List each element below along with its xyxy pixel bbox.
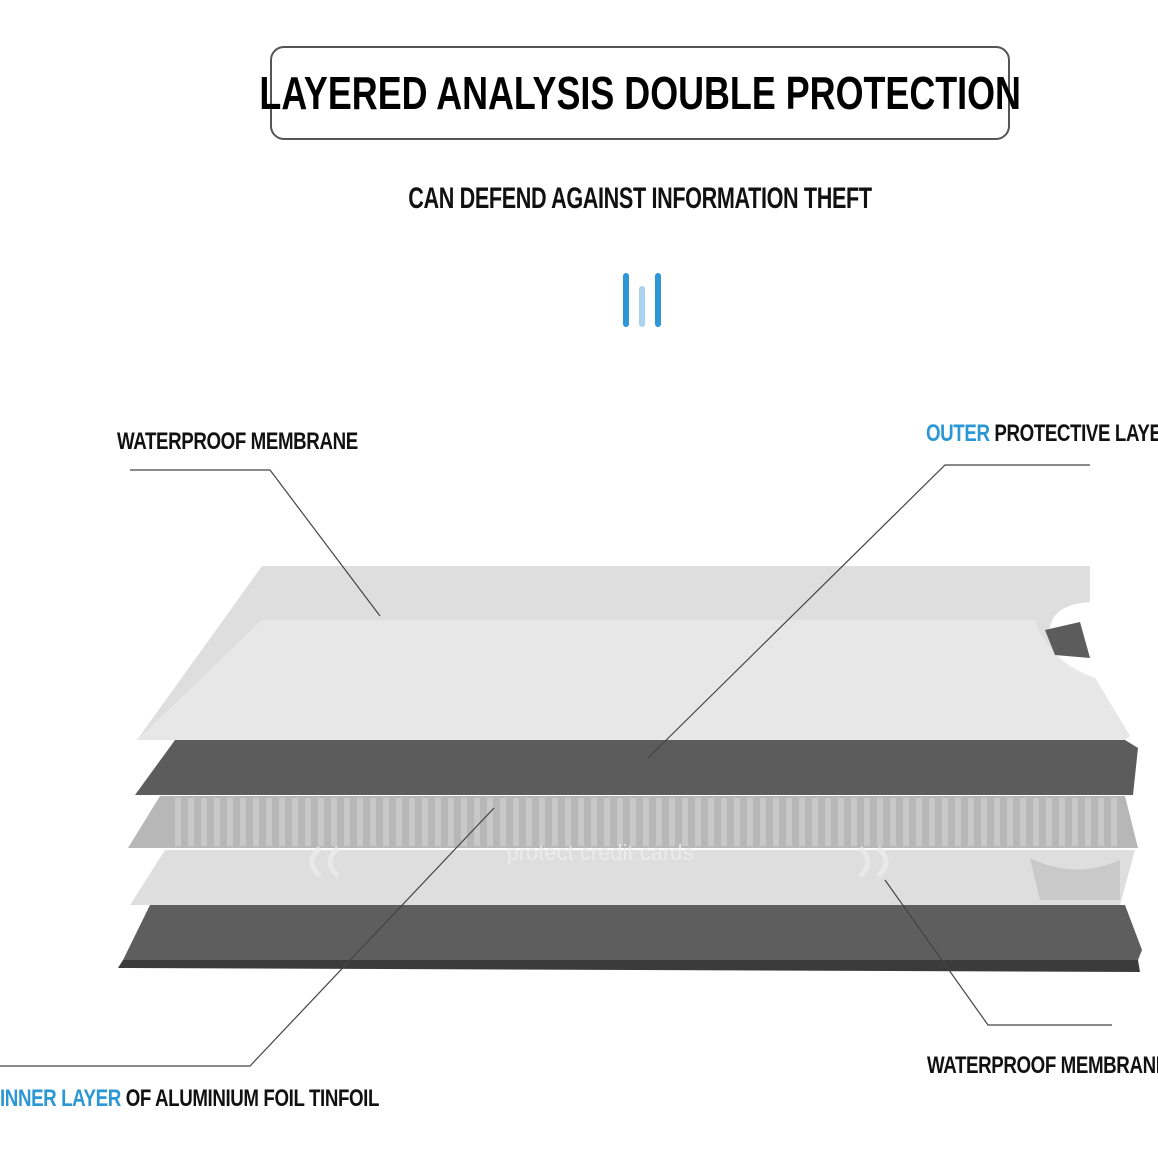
- label-outer-protective-layer: OUTER PROTECTIVE LAYER: [926, 420, 1158, 448]
- foil-stripe: [214, 798, 220, 846]
- foil-stripe: [617, 798, 623, 846]
- leader-top-right: [647, 464, 1090, 759]
- foil-stripe: [877, 798, 883, 846]
- foil-stripe: [1072, 798, 1078, 846]
- foil-stripe: [552, 798, 558, 846]
- foil-stripe: [266, 798, 272, 846]
- foil-stripe: [474, 798, 480, 846]
- foil-stripe: [1098, 798, 1104, 846]
- foil-stripes: [175, 798, 1117, 846]
- foil-stripe: [409, 798, 415, 846]
- foil-stripe: [578, 798, 584, 846]
- foil-stripe: [851, 798, 857, 846]
- foil-stripe: [760, 798, 766, 846]
- foil-stripe: [1033, 798, 1039, 846]
- foil-stripe: [825, 798, 831, 846]
- foil-stripe: [539, 798, 545, 846]
- foil-stripe: [981, 798, 987, 846]
- foil-stripe: [890, 798, 896, 846]
- outer-protective-layer: [135, 740, 1138, 795]
- foil-stripe: [435, 798, 441, 846]
- foil-stripe: [812, 798, 818, 846]
- foil-stripe: [929, 798, 935, 846]
- foil-stripe: [188, 798, 194, 846]
- card-print-text: protect credit cards: [506, 840, 693, 865]
- foil-stripe: [422, 798, 428, 846]
- foil-stripe: [1007, 798, 1013, 846]
- foil-stripe: [318, 798, 324, 846]
- foil-stripe: [708, 798, 714, 846]
- foil-stripe: [1059, 798, 1065, 846]
- foil-stripe: [903, 798, 909, 846]
- label-inner-accent: INNER LAYER: [0, 1085, 121, 1112]
- foil-stripe: [721, 798, 727, 846]
- foil-stripe: [1111, 798, 1117, 846]
- foil-stripe: [253, 798, 259, 846]
- foil-layer: protect credit cards: [128, 796, 1138, 878]
- foil-stripe: [773, 798, 779, 846]
- foil-stripe: [331, 798, 337, 846]
- foil-stripe: [227, 798, 233, 846]
- bottom-card-layer: [118, 905, 1142, 972]
- foil-stripe: [513, 798, 519, 846]
- foil-stripe: [396, 798, 402, 846]
- foil-stripe: [838, 798, 844, 846]
- foil-stripe: [695, 798, 701, 846]
- foil-stripe: [656, 798, 662, 846]
- foil-stripe: [669, 798, 675, 846]
- foil-stripe: [682, 798, 688, 846]
- foil-stripe: [383, 798, 389, 846]
- foil-stripe: [955, 798, 961, 846]
- label-waterproof-membrane-bottom: WATERPROOF MEMBRANE: [927, 1052, 1158, 1079]
- foil-stripe: [1020, 798, 1026, 846]
- foil-stripe: [630, 798, 636, 846]
- foil-stripe: [305, 798, 311, 846]
- foil-stripe: [994, 798, 1000, 846]
- foil-stripe: [1085, 798, 1091, 846]
- label-outer-accent: OUTER: [926, 420, 990, 447]
- foil-stripe: [565, 798, 571, 846]
- foil-stripe: [201, 798, 207, 846]
- label-outer-rest: PROTECTIVE LAYER: [989, 420, 1158, 447]
- foil-stripe: [461, 798, 467, 846]
- leader-bottom-right: [884, 879, 1112, 1026]
- foil-stripe: [292, 798, 298, 846]
- foil-stripe: [487, 798, 493, 846]
- foil-stripe: [734, 798, 740, 846]
- foil-stripe: [240, 798, 246, 846]
- foil-stripe: [448, 798, 454, 846]
- foil-stripe: [175, 798, 181, 846]
- leader-bottom-left: [0, 807, 495, 1067]
- foil-stripe: [1046, 798, 1052, 846]
- foil-stripe: [526, 798, 532, 846]
- page-title: LAYERED ANALYSIS DOUBLE PROTECTION: [259, 67, 1021, 119]
- foil-stripe: [968, 798, 974, 846]
- foil-stripe: [942, 798, 948, 846]
- label-waterproof-membrane-top: WATERPROOF MEMBRANE: [117, 428, 358, 455]
- foil-stripe: [916, 798, 922, 846]
- foil-stripe: [357, 798, 363, 846]
- label-inner-layer: INNER LAYER OF ALUMINIUM FOIL TINFOIL: [0, 1085, 379, 1113]
- foil-stripe: [370, 798, 376, 846]
- foil-stripe: [864, 798, 870, 846]
- leader-lines: [0, 464, 1112, 1067]
- label-inner-rest: OF ALUMINIUM FOIL TINFOIL: [120, 1085, 380, 1112]
- page-subtitle: CAN DEFEND AGAINST INFORMATION THEFT: [408, 182, 872, 215]
- foil-stripe: [799, 798, 805, 846]
- title-box: LAYERED ANALYSIS DOUBLE PROTECTION: [259, 46, 1021, 140]
- foil-stripe: [747, 798, 753, 846]
- foil-stripe: [344, 798, 350, 846]
- foil-stripe: [279, 798, 285, 846]
- leader-top-left: [130, 469, 381, 617]
- foil-stripe: [786, 798, 792, 846]
- three-vertical-bars-icon: [623, 273, 661, 327]
- foil-stripe: [604, 798, 610, 846]
- foil-stripe: [591, 798, 597, 846]
- foil-stripe: [500, 798, 506, 846]
- card-print: [309, 846, 889, 878]
- upper-membrane-layer: [137, 566, 1130, 740]
- foil-stripe: [643, 798, 649, 846]
